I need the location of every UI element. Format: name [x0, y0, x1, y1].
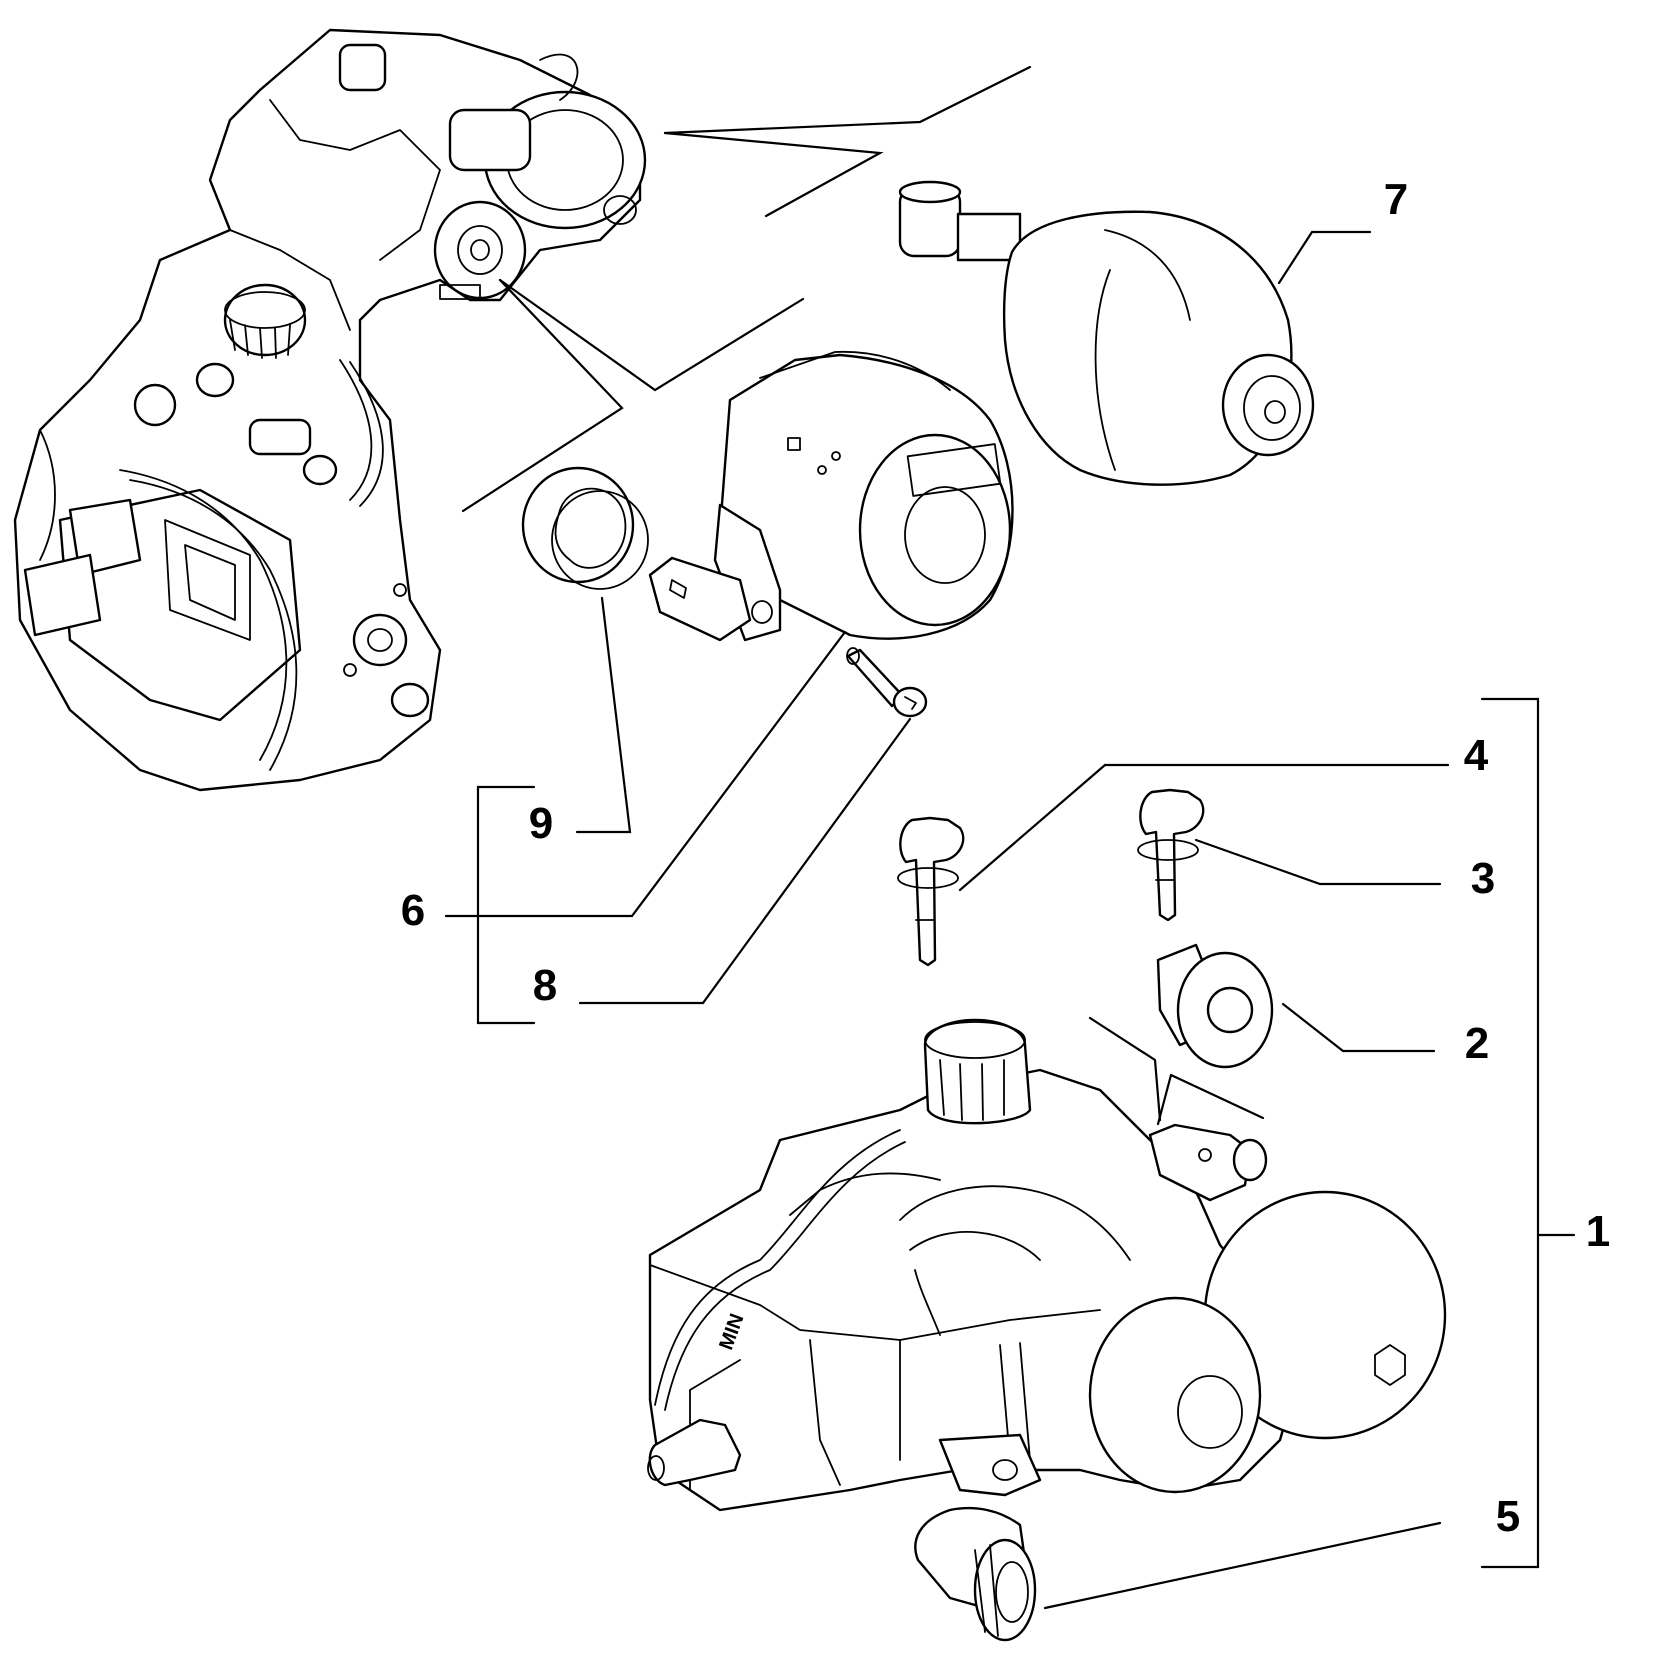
part-2-clip-cap	[1156, 943, 1274, 1069]
callout-8: 8	[533, 961, 557, 1010]
leader-6	[444, 630, 847, 918]
transmission-assembly	[13, 28, 647, 792]
callout-4: 4	[1464, 731, 1489, 780]
leader-7	[1277, 230, 1372, 285]
part-1-hydraulic-unit: MIN	[647, 1018, 1447, 1512]
leader-5	[1043, 1521, 1442, 1610]
part-7-accumulator	[898, 180, 1315, 486]
part-8-bolt	[846, 647, 928, 718]
callout-1: 1	[1586, 1207, 1610, 1256]
sensor-leader-upper	[1088, 1016, 1162, 1122]
part-4-bolt	[897, 816, 965, 967]
assembly-leader-lines	[461, 65, 1032, 513]
part-3-bolt	[1137, 788, 1205, 922]
leader-3	[1194, 838, 1442, 886]
callout-9: 9	[529, 799, 553, 848]
bracket-1	[1480, 697, 1540, 1569]
part-5-plug	[914, 1506, 1037, 1642]
part-6-motor	[648, 350, 1014, 642]
callout-5: 5	[1496, 1492, 1520, 1541]
bracket-9-6-8	[476, 785, 536, 1025]
leader-2	[1281, 1002, 1436, 1053]
callout-6: 6	[401, 886, 425, 935]
sensor-leader-lower	[1156, 1073, 1265, 1126]
callout-2: 2	[1465, 1019, 1489, 1068]
callout-7: 7	[1384, 175, 1408, 224]
leader-8	[578, 717, 912, 1005]
part-9-seal	[521, 466, 649, 590]
callout-leader-lines	[444, 230, 1576, 1610]
callout-labels: 7 9 6 8 4 3 2 1 5	[401, 175, 1610, 1541]
callout-3: 3	[1471, 854, 1495, 903]
leader-4	[958, 763, 1450, 892]
leader-9	[575, 596, 632, 834]
